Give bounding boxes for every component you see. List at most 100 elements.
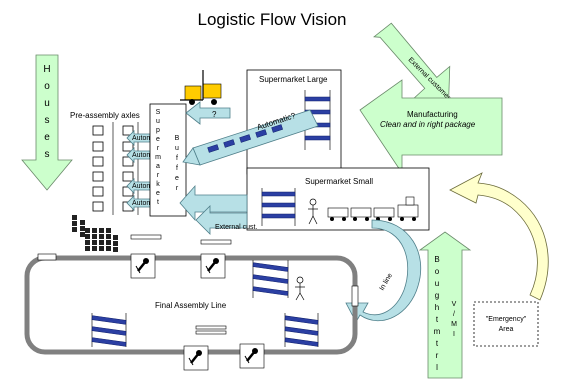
manufacturing-label: Manufacturing [407,110,458,119]
parts-crate [85,246,90,251]
supermarket-letter: p [156,127,160,134]
tugger-train-icon [327,207,395,221]
parts-crate [113,241,118,246]
supermarket-letter: t [157,199,159,206]
buffer-letter: r [176,185,179,192]
automatic-feeder-arrow [126,195,151,211]
bought-mtrl-letter: u [435,279,439,288]
parts-crate [80,226,85,231]
parts-crate [99,240,104,245]
forklift-question-arrow: ? [185,101,231,125]
bought-mtrl-letter: t [436,315,439,324]
buffer-letter: B [175,135,180,142]
robot-icon [239,343,265,369]
bought-mtrl-letter: o [435,267,440,276]
parts-crate [72,221,77,226]
parts-crate [113,235,118,240]
emergency-return-arrow [449,172,549,301]
parts-crate [72,227,77,232]
houses-letter: o [44,81,50,92]
person-icon [308,198,318,225]
parts-crate [72,215,77,220]
external-cust-label: External cust. [215,224,257,231]
parts-crate [113,247,118,252]
robot-icon [183,345,209,371]
parts-crate [85,228,90,233]
final-assembly-line: Final Assembly Line [24,253,359,355]
pre-assembly-label: Pre-assembly axles [70,111,140,120]
parts-crate [92,246,97,251]
buffer-feed-arrow [179,184,248,222]
supermarket-letter: a [156,163,160,170]
emergency-label: "Emergency" [486,316,527,323]
in-line-label: In line [379,272,394,292]
supermarket-letter: u [156,118,160,125]
automatic-feeder-arrow [126,178,151,194]
parts-grid [72,215,118,252]
external-cust-arrow: External cust. [195,205,257,235]
vmi-letter: I [453,331,455,338]
supermarket-letter: k [156,181,160,188]
houses-letter: s [45,115,50,126]
parts-crate [99,228,104,233]
vmi-letter: V [452,301,457,308]
person-icon [295,276,305,301]
buffer-letter: f [176,155,178,162]
parts-crate [106,240,111,245]
rack-icon [261,188,296,226]
automatic-feeder-arrow [126,147,151,163]
truck-icon [397,196,419,221]
forklift-question: ? [212,110,217,119]
parts-crate [99,234,104,239]
automatic-feeder-label: Automatic [132,135,164,142]
automatic-feeder-label: Automatic [132,183,164,190]
forklift-icon [180,70,222,105]
parts-crate [92,234,97,239]
bought-mtrl-letter: h [435,303,439,312]
parts-crate [85,240,90,245]
bought-mtrl-letter: r [436,351,439,360]
houses-letter: s [45,149,50,160]
bought-mtrl-letter: l [436,363,438,372]
bought-mtrl-letter: m [434,327,441,336]
parts-crate [106,228,111,233]
supermarket-large-label: Supermarket Large [259,75,328,84]
emergency-area: "Emergency" Area [473,301,539,347]
final-assembly-label: Final Assembly Line [155,301,227,310]
manufacturing-sub-label: Clean and in right package [380,120,476,129]
supermarket-small-label: Supermarket Small [305,177,373,186]
supermarket-letter: r [157,172,160,179]
parts-crate [106,234,111,239]
parts-crate [92,228,97,233]
rack-icon [252,260,289,298]
bought-mtrl-letter: B [434,255,439,264]
pre-assembly-stations [92,122,139,215]
houses-letter: e [44,132,50,143]
houses-letter: u [44,98,50,109]
supermarket-letter: S [156,109,161,116]
automatic-feeder-arrow [126,130,151,146]
parts-crate [92,240,97,245]
vmi-letter: / [453,311,455,318]
buffer-letter: u [175,145,179,152]
rack-icon [91,313,127,347]
parts-crate [106,246,111,251]
houses-letter: H [43,64,50,75]
supermarket-letter: r [157,145,160,152]
parts-crate [80,220,85,225]
supermarket-letter: e [156,136,160,143]
area-label: Area [499,326,514,333]
buffer-letter: f [176,165,178,172]
bought-mtrl-letter: t [436,339,439,348]
external-customer-arrow: External customer [373,22,452,104]
rack-icon [284,313,319,347]
supermarket-letter: m [155,154,161,161]
parts-crate [80,232,85,237]
automatic-feeder-label: Automatic [132,152,164,159]
robot-icon [130,253,156,279]
